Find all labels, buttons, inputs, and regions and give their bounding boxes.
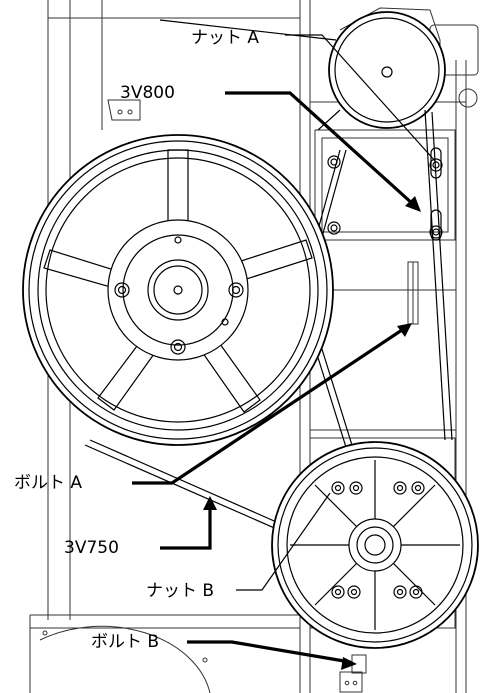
nut-b-label: ナット B (146, 581, 214, 601)
motor-pulley (328, 11, 446, 129)
large-pulley (22, 134, 334, 446)
nut-a-leader (285, 34, 437, 163)
bolt-a-label: ボルト A (14, 473, 82, 493)
belt-3v750-leader (160, 505, 212, 550)
bolt-b-label: ボルト B (91, 632, 159, 652)
belt-3v750-arrowhead (203, 496, 217, 510)
bolt-a-leader (132, 326, 406, 485)
belt-3v800-leader (225, 91, 416, 207)
bolt-b-arrowhead (341, 657, 357, 670)
callouts (132, 34, 437, 670)
upper-plate-bolts (327, 147, 443, 241)
bolt-a-arrowhead (397, 323, 412, 337)
bolt-b-leader (187, 640, 351, 664)
belt-3v800-arrowhead (405, 196, 421, 212)
small-pulley (271, 441, 479, 649)
nut-b-leader (236, 492, 331, 591)
belt-3v800-label: 3V800 (120, 83, 175, 103)
belt-3v750-label: 3V750 (64, 538, 119, 558)
nut-a-label: ナット A (191, 28, 259, 48)
